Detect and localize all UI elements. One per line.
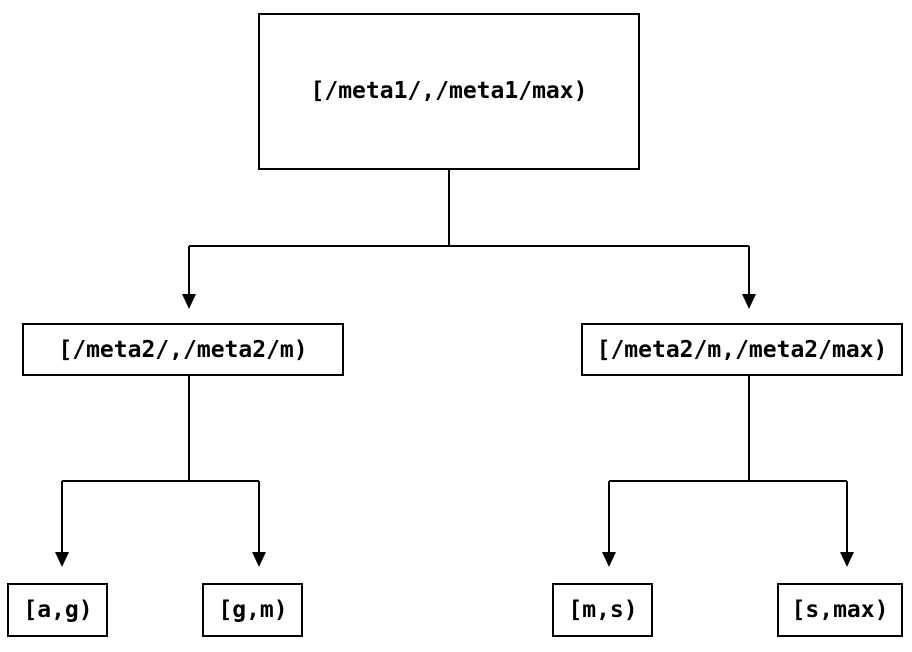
node-level1-left: [/meta2/,/meta2/m) bbox=[22, 323, 344, 376]
node-root-label: [/meta1/,/meta1/max) bbox=[311, 78, 588, 104]
node-level1-left-box bbox=[22, 323, 344, 376]
node-level1-right-label: [/meta2/m,/meta2/max) bbox=[597, 337, 888, 363]
node-leaf-gm: [g,m) bbox=[202, 583, 303, 637]
arrow-down-leaf-smax-icon bbox=[840, 552, 854, 567]
node-leaf-smax: [s,max) bbox=[777, 583, 903, 637]
arrow-down-leaf-gm-icon bbox=[252, 552, 266, 567]
node-leaf-ms-label: [m,s) bbox=[568, 597, 637, 623]
node-root-box bbox=[258, 13, 640, 170]
node-level1-right-box bbox=[581, 323, 903, 376]
node-level1-left-label: [/meta2/,/meta2/m) bbox=[58, 337, 307, 363]
node-leaf-ag-box bbox=[7, 583, 108, 637]
node-leaf-smax-box bbox=[777, 583, 903, 637]
node-root: [/meta1/,/meta1/max) bbox=[258, 13, 640, 170]
node-leaf-smax-label: [s,max) bbox=[792, 597, 889, 623]
edge-right-child-to-leaves bbox=[602, 375, 854, 567]
edge-left-child-to-leaves bbox=[55, 375, 266, 567]
node-leaf-ms-box bbox=[552, 583, 653, 637]
edge-root-to-children bbox=[182, 169, 756, 309]
node-level1-right: [/meta2/m,/meta2/max) bbox=[581, 323, 903, 376]
node-leaf-ag: [a,g) bbox=[7, 583, 108, 637]
node-leaf-gm-label: [g,m) bbox=[218, 597, 287, 623]
node-leaf-gm-box bbox=[202, 583, 303, 637]
node-leaf-ms: [m,s) bbox=[552, 583, 653, 637]
arrow-down-leaf-ms-icon bbox=[602, 552, 616, 567]
arrow-down-left-child-icon bbox=[182, 294, 196, 309]
arrow-down-leaf-ag-icon bbox=[55, 552, 69, 567]
arrow-down-right-child-icon bbox=[742, 294, 756, 309]
node-leaf-ag-label: [a,g) bbox=[23, 597, 92, 623]
